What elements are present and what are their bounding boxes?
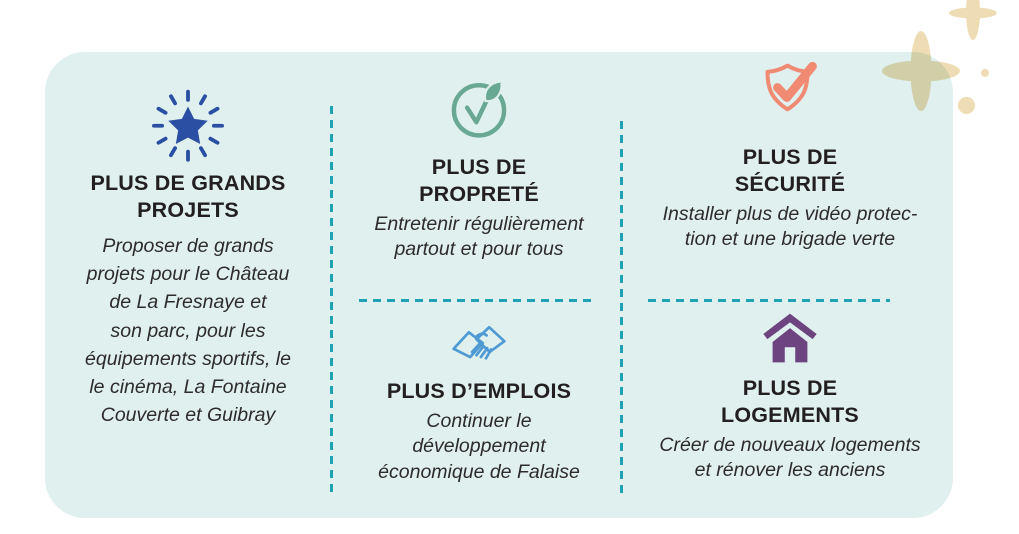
section-title: PLUS DE GRANDS PROJETS <box>90 171 286 222</box>
section-proprete: PLUS DE PROPRETÉ Entretenir régulièremen… <box>345 76 613 262</box>
sparkle-plus-large-icon <box>882 31 960 111</box>
horizontal-divider-right <box>648 299 890 302</box>
shield-check-icon <box>765 61 817 112</box>
vertical-divider-right <box>620 121 623 493</box>
sparkle-dot-large <box>958 97 975 114</box>
section-securite: PLUS DE SÉCURITÉ Installer plus de vidéo… <box>633 60 947 252</box>
section-body: Créer de nouveaux logements et rénover l… <box>659 433 921 482</box>
section-grands-projets: PLUS DE GRANDS PROJETS Proposer de grand… <box>50 88 326 430</box>
star-burst-icon <box>152 89 224 162</box>
horizontal-divider-middle <box>359 299 591 302</box>
section-body: Installer plus de vidéo protec- tion et … <box>662 202 918 251</box>
section-title: PLUS DE SÉCURITÉ <box>734 145 846 196</box>
section-title: PLUS DE PROPRETÉ <box>419 155 539 206</box>
section-body: Entretenir régulièrement partout et pour… <box>374 212 584 261</box>
vertical-divider-left <box>330 106 333 498</box>
section-title: PLUS D’EMPLOIS <box>386 379 572 403</box>
sparkle-dot-small <box>981 69 989 77</box>
eco-check-icon <box>451 80 507 138</box>
section-title: PLUS DE LOGEMENTS <box>721 376 859 427</box>
sparkle-plus-small-icon <box>949 0 997 40</box>
house-icon <box>763 313 817 363</box>
section-emplois: PLUS D’EMPLOIS Continuer le développemen… <box>345 314 613 485</box>
section-logements: PLUS DE LOGEMENTS Créer de nouveaux loge… <box>633 311 947 483</box>
handshake-icon <box>452 325 506 360</box>
section-body: Continuer le développement économique de… <box>378 409 580 483</box>
section-body: Proposer de grands projets pour le Châte… <box>85 234 291 427</box>
